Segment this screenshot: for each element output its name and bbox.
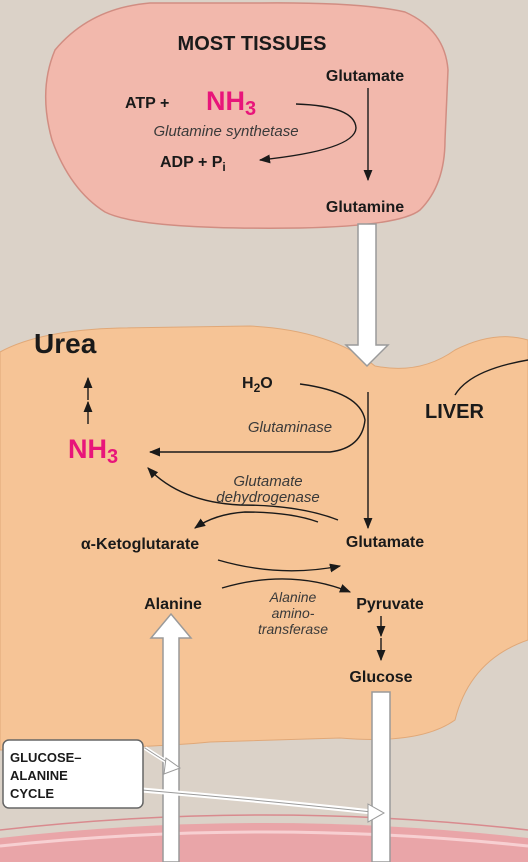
liver-nh3-label: NH3 xyxy=(68,434,118,468)
glucose-label: Glucose xyxy=(349,669,412,686)
alt-label-line2: amino- xyxy=(272,605,315,621)
glutamine-synthetase-label: Glutamine synthetase xyxy=(153,123,298,140)
adp-pi-label: ADP + Pi xyxy=(160,154,226,174)
tissue-nh3-label: NH3 xyxy=(206,86,256,120)
liver-heading: LIVER xyxy=(425,401,484,423)
glutaminase-arrow xyxy=(148,383,366,457)
cycle-label-line2: ALANINE xyxy=(10,768,68,783)
glucose-transport-pipe xyxy=(371,691,391,862)
cycle-label-line3: CYCLE xyxy=(10,786,54,801)
urea-label: Urea xyxy=(34,328,97,359)
tissues-heading: MOST TISSUES xyxy=(178,33,327,55)
gdh-to-nh3-arrow xyxy=(147,467,339,521)
alanine-transport-arrow xyxy=(149,612,193,862)
akg-to-glutamate-arrow xyxy=(217,559,342,573)
tissue-glutamate-label: Glutamate xyxy=(326,68,404,85)
alt-label-line1: Alanine xyxy=(269,589,317,605)
glutamine-transport-arrow xyxy=(344,223,390,368)
gdh-label-line2: dehydrogenase xyxy=(216,489,319,506)
atp-label: ATP + xyxy=(125,95,169,112)
glutaminase-label: Glutaminase xyxy=(248,419,332,436)
gdh-label-line1: Glutamate xyxy=(233,473,302,490)
liver-region xyxy=(0,325,528,751)
glutamine-label: Glutamine xyxy=(326,199,404,216)
alanine-to-pyruvate-arrow xyxy=(221,578,352,593)
alpha-ketoglutarate-label: α-Ketoglutarate xyxy=(81,536,199,553)
synthetase-arrow xyxy=(258,103,357,164)
h2o-label: H2O xyxy=(242,375,273,395)
gdh-to-akg-arrow xyxy=(194,511,319,529)
pyruvate-label: Pyruvate xyxy=(356,596,424,613)
cycle-callout xyxy=(141,746,386,823)
liver-lobe-line xyxy=(454,359,528,396)
tissues-region xyxy=(45,2,449,229)
cycle-label-line1: GLUCOSE– xyxy=(10,750,82,765)
liver-glutamate-label: Glutamate xyxy=(346,534,424,551)
alt-label-line3: transferase xyxy=(258,621,328,637)
muscle-band xyxy=(0,814,528,862)
alanine-label: Alanine xyxy=(144,596,202,613)
cycle-label-box xyxy=(2,739,144,809)
